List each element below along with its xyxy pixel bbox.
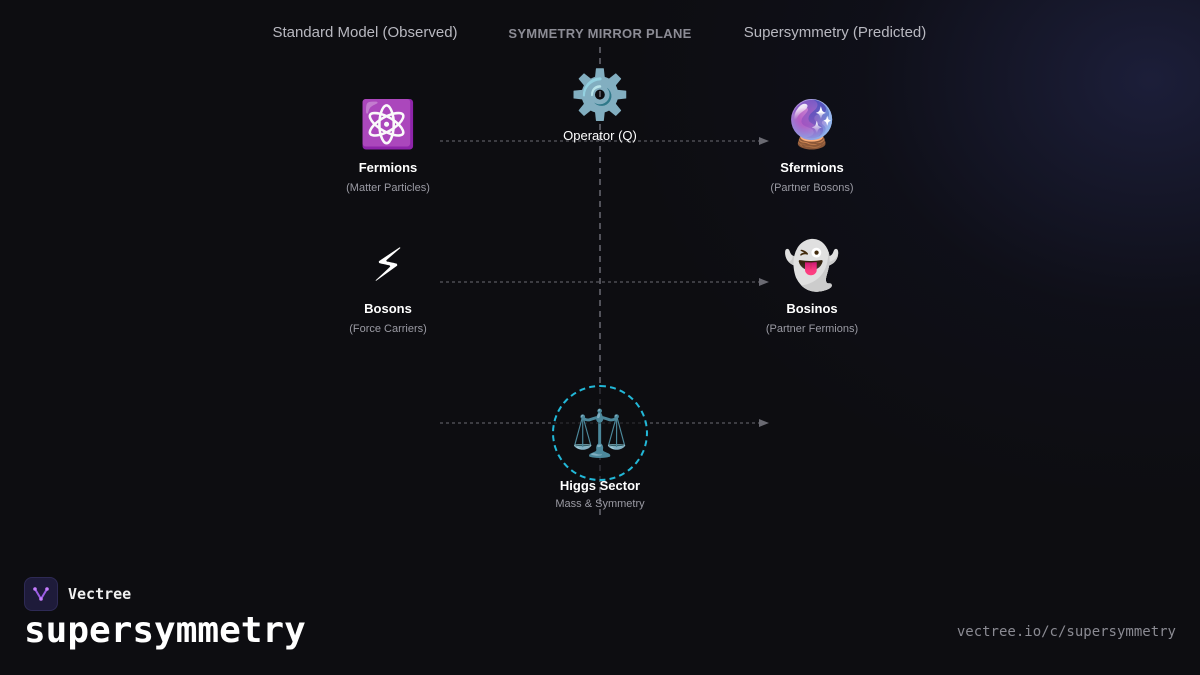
lightning-icon: ⚡ (371, 239, 405, 291)
page-title: supersymmetry (24, 610, 306, 651)
bosons-node: ⚡ Bosons (Force Carriers) (308, 237, 468, 335)
brand-name: Vectree (68, 585, 132, 603)
operator-label: Operator (Q) (563, 128, 637, 143)
atom-icon: ⚛️ (359, 98, 417, 150)
fermions-node: ⚛️ Fermions (Matter Particles) (308, 96, 468, 194)
gear-icon: ⚙️ (570, 69, 630, 122)
ghost-icon: 👻 (783, 239, 841, 291)
bosinos-node: 👻 Bosinos (Partner Fermions) (732, 237, 892, 335)
brand: Vectree (24, 577, 131, 611)
higgs-ring: ⚖️ (552, 385, 648, 481)
bosinos-label: Bosinos (786, 301, 838, 316)
bosons-label: Bosons (364, 301, 412, 316)
standard-model-header: Standard Model (Observed) (272, 24, 458, 41)
fermions-label: Fermions (358, 160, 418, 175)
mirror-plane-header: SYMMETRY MIRROR PLANE (508, 26, 692, 41)
bosinos-sub: (Partner Fermions) (765, 323, 859, 335)
operator-node: ⚙️ Operator (Q) (520, 68, 680, 143)
crystal-ball-icon: 🔮 (783, 98, 841, 150)
higgs-node: Higgs Sector Mass & Symmetry (500, 478, 700, 510)
scales-icon: ⚖️ (571, 407, 629, 459)
higgs-label: Higgs Sector (559, 478, 641, 493)
sfermions-sub: (Partner Bosons) (770, 182, 854, 194)
higgs-sub: Mass & Symmetry (555, 498, 645, 510)
page-url-link[interactable]: vectree.io/c/supersymmetry (956, 624, 1176, 640)
sfermions-node: 🔮 Sfermions (Partner Bosons) (732, 96, 892, 194)
supersymmetry-header: Supersymmetry (Predicted) (743, 24, 927, 41)
sfermions-label: Sfermions (780, 160, 844, 175)
bosons-sub: (Force Carriers) (349, 323, 427, 335)
vectree-logo-icon (24, 577, 58, 611)
fermions-sub: (Matter Particles) (346, 182, 430, 194)
